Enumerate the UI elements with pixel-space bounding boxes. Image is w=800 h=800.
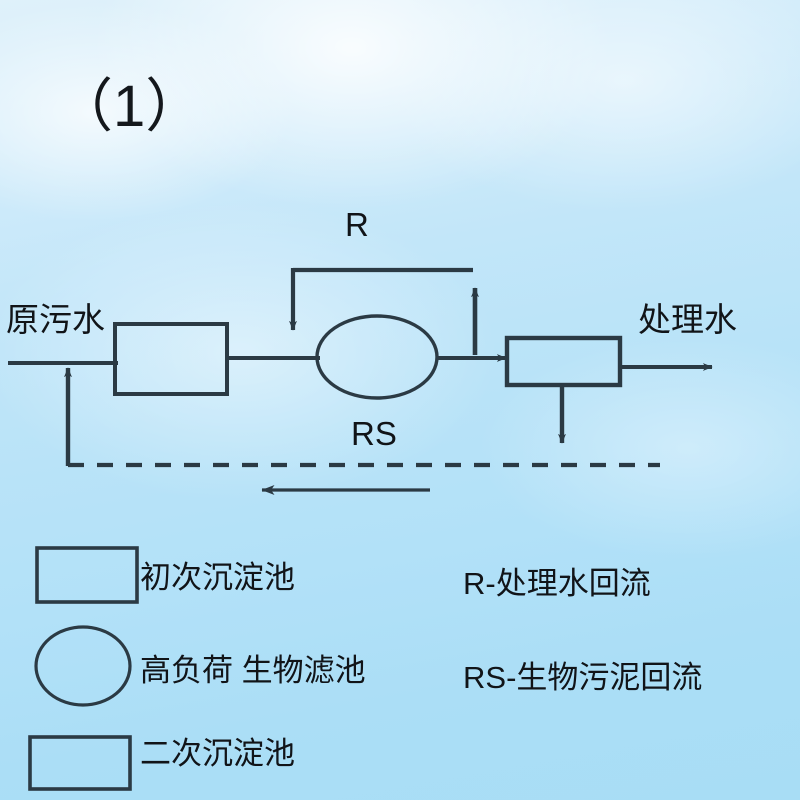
legend-note-recycle-water: R-处理水回流: [463, 566, 651, 601]
legend-swatch-primary-clarifier: [35, 546, 139, 604]
recycle-water-label: R: [345, 206, 369, 243]
legend-label-secondary-clarifier: 二次沉淀池: [140, 736, 295, 771]
legend-label-primary-clarifier: 初次沉淀池: [140, 560, 295, 595]
legend-swatch-secondary-clarifier: [28, 735, 132, 791]
recycle-sludge-label: RS: [351, 415, 397, 452]
legend-swatch-biological-filter: [34, 625, 132, 707]
legend-label-biological-filter: 高负荷 生物滤池: [140, 653, 366, 688]
effluent-label: 处理水: [638, 301, 737, 338]
page-title: （1）: [55, 74, 204, 139]
secondary-clarifier-box: [504, 335, 623, 388]
influent-label: 原污水: [6, 301, 105, 338]
biological-filter-ellipse: [315, 314, 439, 400]
legend-note-recycle-sludge: RS-生物污泥回流: [463, 660, 703, 695]
primary-clarifier-box: [113, 322, 229, 396]
